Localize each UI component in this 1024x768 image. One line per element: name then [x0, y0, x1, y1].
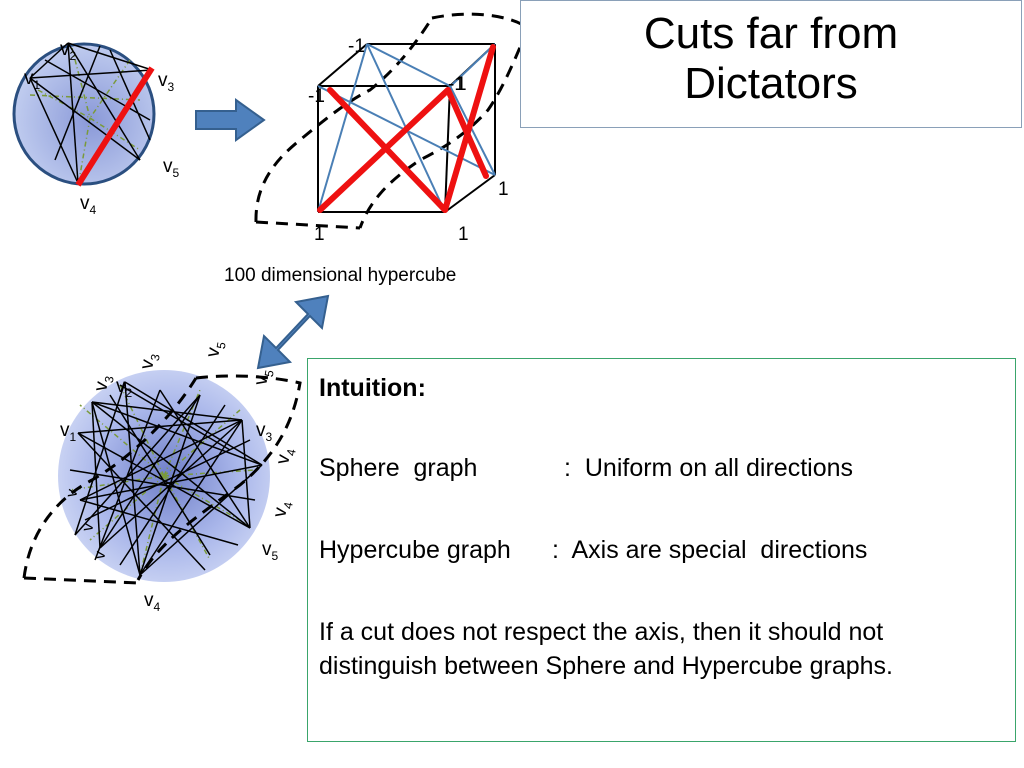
hypercube-caption: 100 dimensional hypercube	[224, 265, 457, 286]
sphere-row: Sphere graph: Uniform on all directions	[319, 451, 1005, 485]
hypercube-sep: :	[552, 536, 559, 564]
svg-text:v2: v2	[60, 39, 77, 63]
hypercube-graph	[254, 12, 530, 230]
svg-text:v3: v3	[158, 70, 175, 94]
svg-text:-1: -1	[448, 74, 465, 95]
svg-text:v1: v1	[60, 420, 77, 444]
big-sphere-graph	[22, 370, 302, 585]
small-sphere-labels: v2 v1 v3 v5 v4	[24, 39, 180, 217]
svg-text:1: 1	[498, 179, 509, 200]
hypercube-text: Axis are special directions	[571, 536, 868, 564]
intuition-box: Intuition: Sphere graph: Uniform on all …	[307, 358, 1016, 742]
double-arrow-icon	[256, 294, 330, 370]
title-box: Cuts far from Dictators	[520, 0, 1022, 128]
svg-text:v5: v5	[262, 539, 279, 563]
big-sphere-dashed-cut	[22, 374, 302, 585]
cube-labels: -1 -1 -1 1 1 1 1	[308, 36, 509, 245]
hypercube-row: Hypercube graph: Axis are special direct…	[319, 533, 1005, 567]
svg-text:1: 1	[458, 224, 469, 245]
big-sphere-edges	[69, 381, 263, 576]
svg-text:v4: v4	[272, 446, 299, 466]
small-sphere-red-cut	[75, 66, 155, 187]
svg-text:v: v	[91, 550, 109, 561]
svg-text:v4: v4	[80, 193, 97, 217]
small-sphere-edges	[29, 42, 153, 184]
svg-text:v5: v5	[163, 156, 180, 180]
svg-text:-1: -1	[348, 36, 365, 57]
cube-red-cuts	[317, 44, 496, 213]
svg-text:v: v	[63, 488, 81, 499]
sphere-text: Uniform on all directions	[584, 454, 854, 482]
svg-text:-1: -1	[308, 86, 325, 107]
cube-dashed-cut	[254, 12, 530, 230]
svg-text:v4: v4	[144, 590, 161, 614]
intuition-heading: Intuition:	[319, 374, 426, 402]
svg-text:v3: v3	[256, 420, 273, 444]
svg-text:v3: v3	[90, 373, 117, 393]
svg-text:v: v	[79, 522, 97, 533]
small-sphere-green-dashes	[29, 47, 141, 176]
svg-text:v3: v3	[136, 351, 163, 371]
small-sphere-graph	[12, 42, 156, 187]
sphere-label: Sphere graph	[319, 454, 478, 482]
sphere-sep: :	[564, 454, 571, 482]
svg-text:v5: v5	[250, 367, 277, 387]
svg-text:1: 1	[314, 224, 325, 245]
slide-title-line2: Dictators	[684, 59, 858, 108]
svg-text:1: 1	[456, 74, 467, 95]
intuition-paragraph: If a cut does not respect the axis, then…	[319, 618, 893, 680]
slide-title-line1: Cuts far from	[643, 9, 899, 58]
svg-text:v4: v4	[269, 499, 296, 519]
right-arrow-icon	[195, 98, 266, 142]
label-v: v	[60, 39, 70, 60]
svg-text:v2: v2	[116, 376, 133, 400]
hypercube-label: Hypercube graph	[319, 536, 511, 564]
svg-text:v1: v1	[24, 68, 41, 92]
big-sphere-labels: v1 v3 v5 v4 v2 v3 v3 v5 v5 v4 v4 v v v	[60, 339, 299, 614]
svg-text:v5: v5	[202, 339, 229, 359]
